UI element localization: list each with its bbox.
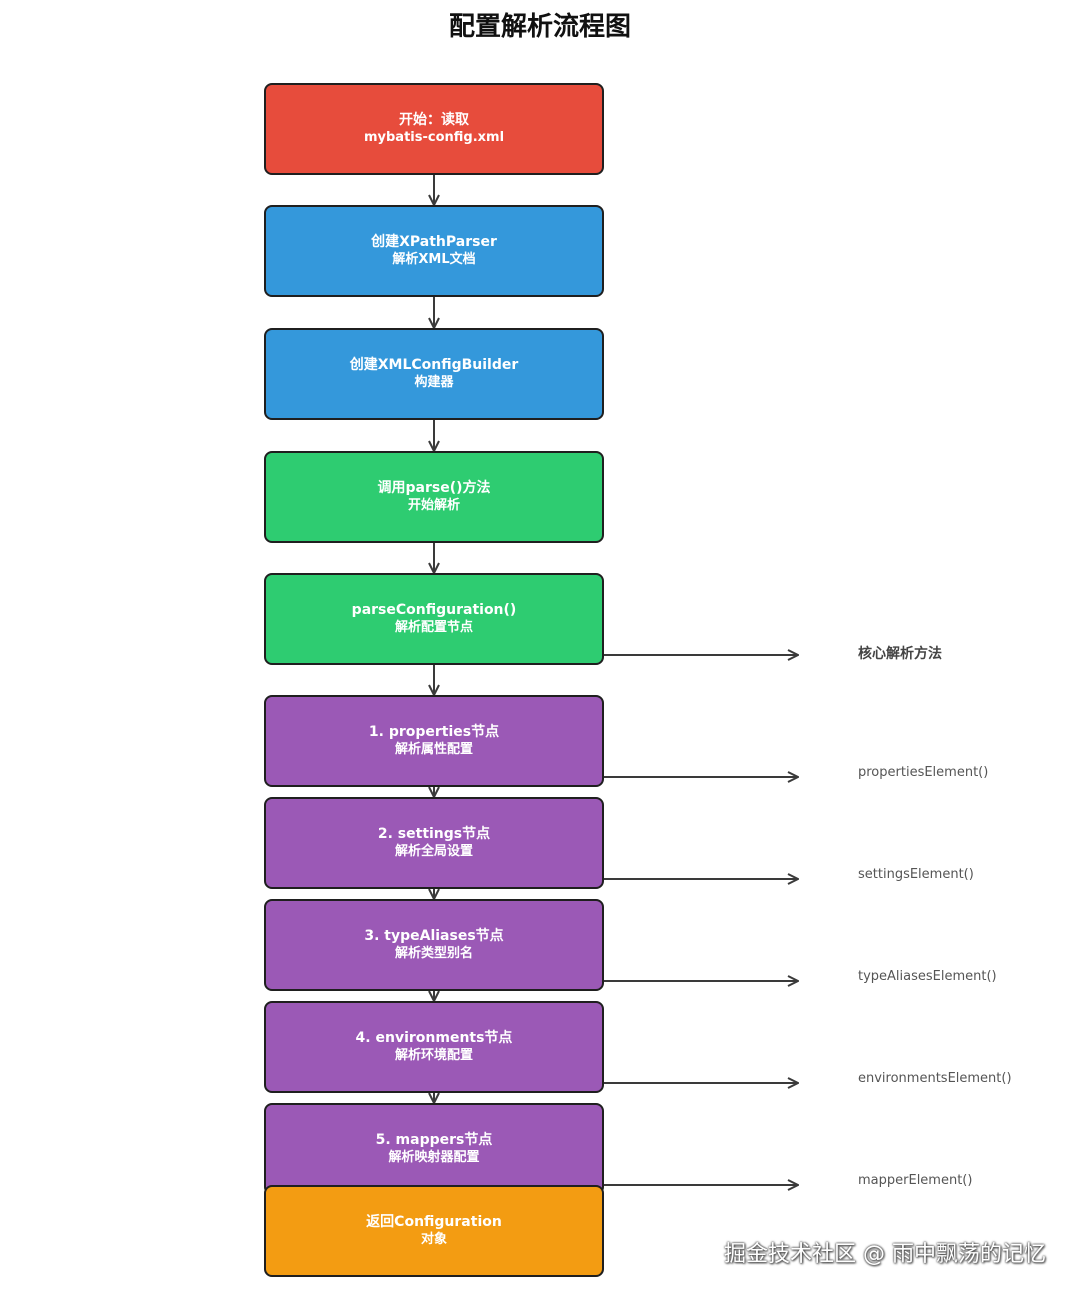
step-title: 调用parse()方法: [377, 480, 491, 496]
step-subtitle: mybatis-config.xml: [363, 130, 505, 145]
step-subtitle: 解析配置节点: [394, 620, 473, 635]
step-box-3: 创建XMLConfigBuilder 构建器: [264, 328, 604, 420]
step-box-10: 5. mappers节点解析映射器配置: [264, 1103, 604, 1195]
step-box-11: 返回Configuration 对象: [264, 1185, 604, 1277]
step-box-7: 2. settings节点解析全局设置: [264, 797, 604, 889]
step-subtitle: 解析属性配置: [394, 742, 473, 757]
side-method-label-2: settingsElement(): [858, 867, 974, 882]
step-box-4: 调用parse()方法开始解析: [264, 451, 604, 543]
step-title: 创建XPathParser: [371, 234, 497, 250]
step-title: 4. environments节点: [355, 1030, 513, 1046]
step-subtitle: 开始解析: [407, 498, 460, 513]
side-method-label-3: typeAliasesElement(): [858, 969, 997, 984]
step-subtitle: 解析环境配置: [394, 1048, 473, 1063]
side-method-label-4: environmentsElement(): [858, 1071, 1012, 1086]
step-subtitle: 构建器: [414, 375, 454, 390]
step-subtitle: 解析类型别名: [394, 946, 473, 961]
step-subtitle: 解析XML文档: [392, 252, 476, 267]
side-method-label-5: mapperElement(): [858, 1173, 973, 1188]
side-method-label-1: propertiesElement(): [858, 765, 989, 780]
step-title: 开始：读取: [399, 112, 469, 128]
step-box-5: parseConfiguration() 解析配置节点: [264, 573, 604, 665]
step-title: 创建XMLConfigBuilder: [349, 357, 519, 373]
step-title: 返回Configuration: [366, 1214, 502, 1230]
step-title: 5. mappers节点: [375, 1132, 493, 1148]
step-title: parseConfiguration(): [351, 602, 517, 618]
step-box-8: 3. typeAliases节点解析类型别名: [264, 899, 604, 991]
step-subtitle: 解析全局设置: [394, 844, 473, 859]
side-header-core-methods: 核心解析方法: [858, 646, 942, 662]
step-box-1: 开始：读取 mybatis-config.xml: [264, 83, 604, 175]
step-subtitle: 对象: [420, 1232, 447, 1247]
step-title: 1. properties节点: [368, 724, 500, 740]
diagram-title: 配置解析流程图: [448, 12, 631, 42]
step-box-9: 4. environments节点解析环境配置: [264, 1001, 604, 1093]
step-title: 3. typeAliases节点: [364, 928, 504, 944]
step-box-2: 创建XPathParser 解析XML文档: [264, 205, 604, 297]
step-subtitle: 解析映射器配置: [388, 1150, 480, 1165]
step-box-6: 1. properties节点解析属性配置: [264, 695, 604, 787]
watermark: 掘金技术社区 @ 雨中飘荡的记忆: [724, 1242, 1046, 1267]
step-title: 2. settings节点: [377, 826, 491, 842]
